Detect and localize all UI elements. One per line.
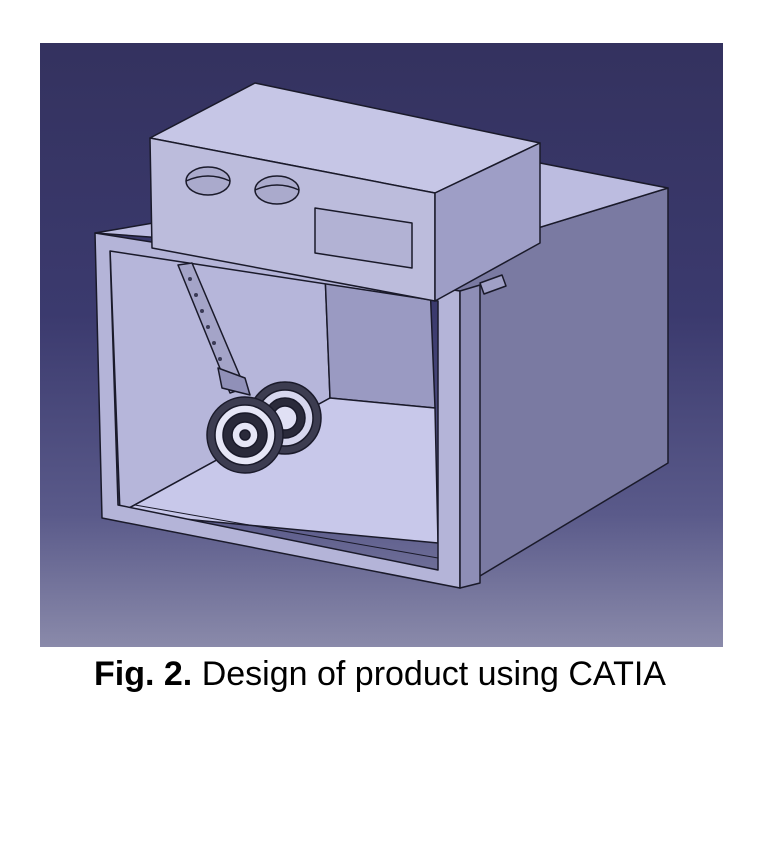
gear-wheels — [206, 381, 322, 474]
display-panel — [314, 207, 413, 269]
frame-front-side — [459, 284, 481, 589]
rim-latch — [479, 274, 507, 295]
cad-model-drawing — [94, 82, 669, 589]
figure-caption-text: Design of product using CATIA — [192, 655, 666, 693]
box-side — [434, 142, 541, 302]
figure-caption: Fig. 2. Design of product using CATIA — [0, 652, 760, 696]
figure-label: Fig. 2. — [94, 655, 193, 693]
knob-left — [185, 166, 231, 196]
arm-bracket — [217, 367, 251, 396]
knob-right — [254, 175, 300, 205]
cad-render — [40, 43, 723, 647]
